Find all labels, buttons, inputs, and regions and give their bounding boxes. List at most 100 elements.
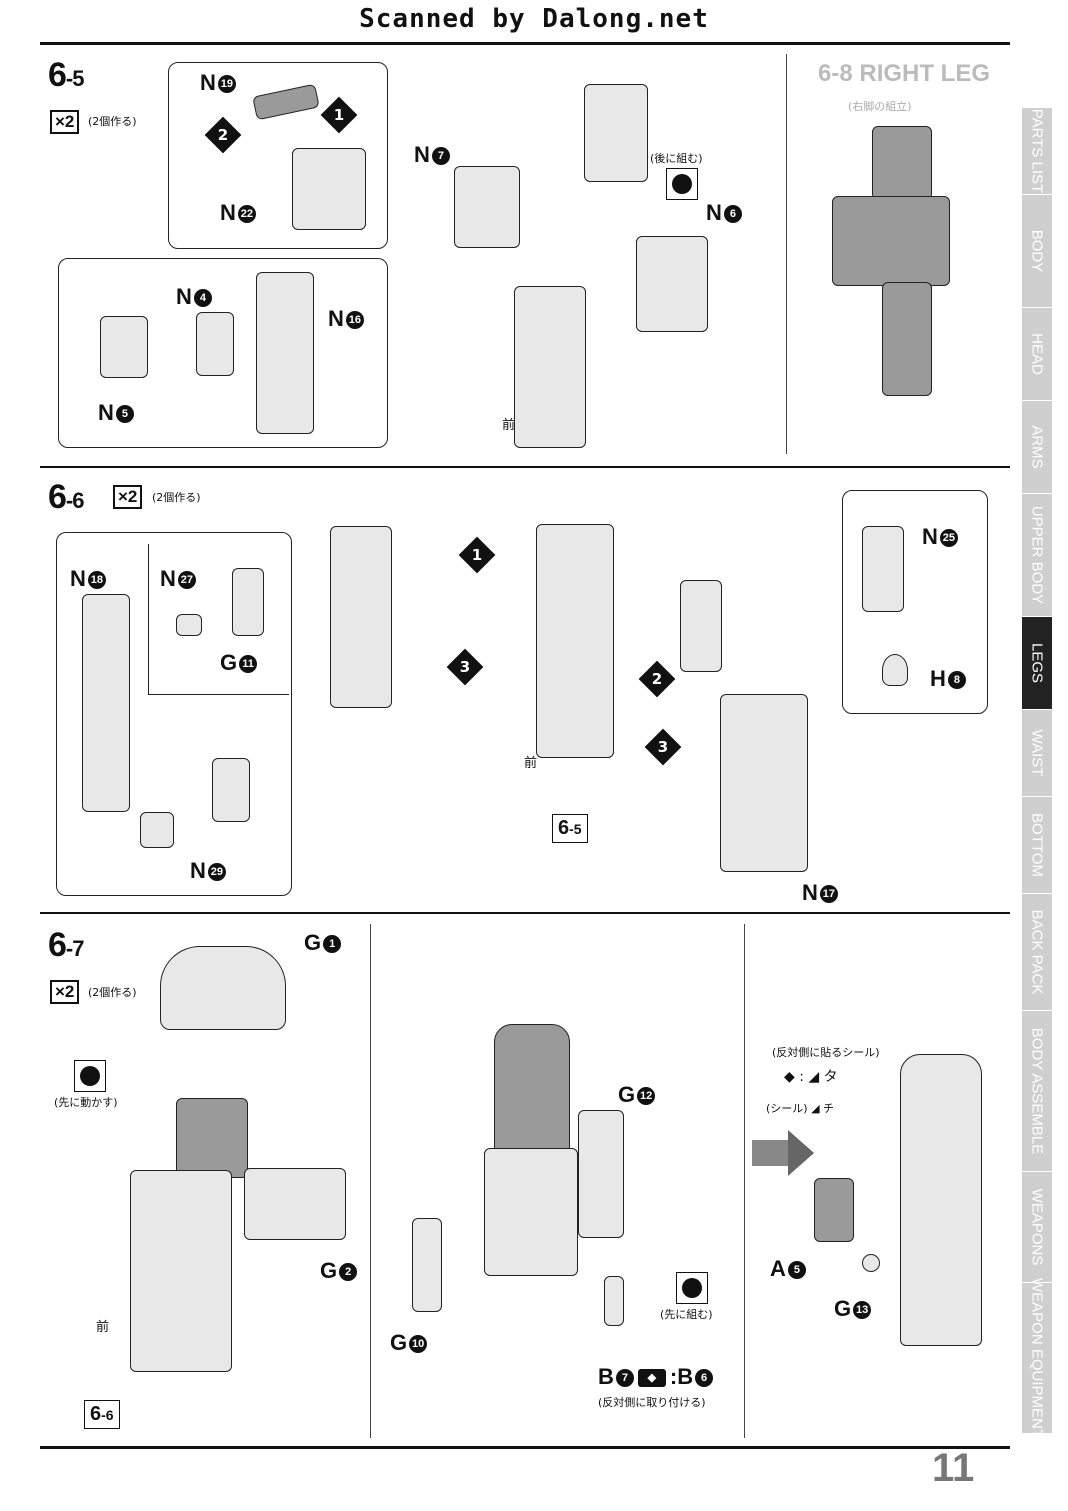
- part-leg-frame: [514, 286, 586, 448]
- make-two-note: (2個作る): [88, 115, 137, 128]
- move-first-icon: [74, 1060, 106, 1092]
- part-lower-armor-shaded: [494, 1024, 570, 1156]
- part-g11-installed: [212, 758, 250, 822]
- ref-6-6: 6-6: [84, 1400, 120, 1429]
- part-g12: [578, 1110, 624, 1238]
- seq-marker-3b: 3: [644, 728, 682, 766]
- right-leg-upper: [872, 126, 932, 200]
- part-completed-leg: [900, 1054, 982, 1346]
- part-n25-assembled: [680, 580, 722, 672]
- sticker-note: (シール) ◢ チ: [766, 1102, 835, 1115]
- part-knee-armor: [176, 1098, 248, 1178]
- part-g10: [412, 1218, 442, 1312]
- seq-marker-2: 2: [204, 116, 242, 154]
- step-6-7-title: 6-7: [48, 926, 84, 964]
- tab-back-pack[interactable]: BACK PACK: [1022, 894, 1052, 1011]
- part-n5: [100, 316, 148, 378]
- part-g11: [232, 568, 264, 636]
- divider-6-7b: [744, 924, 745, 1438]
- combine-first-note: (先に組む): [660, 1308, 713, 1321]
- front-label: 前: [524, 756, 538, 771]
- tab-head[interactable]: HEAD: [1022, 308, 1052, 401]
- next-arrow-shaft: [752, 1140, 788, 1166]
- tab-body-assemble[interactable]: BODY ASSEMBLE: [1022, 1011, 1052, 1172]
- front-label: 前: [502, 418, 516, 433]
- scan-credit: Scanned by Dalong.net: [359, 4, 709, 34]
- tab-body[interactable]: BODY: [1022, 195, 1052, 308]
- make-two-note: (2個作る): [88, 986, 137, 999]
- part-n22: [292, 148, 366, 230]
- detail-subbox-g11: [148, 544, 289, 695]
- section-tabs: PARTS LIST BODY HEAD ARMS UPPER BODY LEG…: [1022, 108, 1052, 1438]
- part-6-6-leg: [130, 1170, 232, 1372]
- part-n29: [140, 812, 174, 848]
- combine-first-icon: [676, 1272, 708, 1304]
- tab-legs[interactable]: LEGS: [1022, 617, 1052, 710]
- tab-waist[interactable]: WAIST: [1022, 710, 1052, 797]
- part-g1: [160, 946, 286, 1030]
- part-n6: [636, 236, 708, 332]
- seq-marker-1: 1: [458, 536, 496, 574]
- seq-marker-1: 1: [320, 96, 358, 134]
- front-label: 前: [96, 1320, 110, 1335]
- combine-later-note: (後に組む): [650, 152, 703, 165]
- right-leg-lower: [882, 282, 932, 396]
- tab-parts-list[interactable]: PARTS LIST: [1022, 108, 1052, 195]
- multiplier-badge: ×2: [113, 485, 143, 509]
- tab-upper-body[interactable]: UPPER BODY: [1022, 494, 1052, 617]
- opposite-attach-note: (反対側に取り付ける): [598, 1396, 706, 1409]
- page-number: 11: [932, 1446, 975, 1490]
- tab-bottom[interactable]: BOTTOM: [1022, 797, 1052, 894]
- part-n25: [862, 526, 904, 612]
- make-two-note: (2個作る): [152, 491, 201, 504]
- tab-arms[interactable]: ARMS: [1022, 401, 1052, 494]
- multiplier-badge: ×2: [50, 980, 80, 1004]
- part-upper-frame: [584, 84, 648, 182]
- tab-weapons[interactable]: WEAPONS: [1022, 1172, 1052, 1283]
- part-n4: [196, 312, 234, 376]
- part-6-5-assembly: [536, 524, 614, 758]
- combine-later-icon: [666, 168, 698, 200]
- part-g13: [862, 1254, 880, 1272]
- seq-marker-2: 2: [638, 660, 676, 698]
- part-n27: [176, 614, 202, 636]
- part-lower-leg-frame: [484, 1148, 578, 1276]
- right-leg-knee: [832, 196, 950, 286]
- section-divider-2: [40, 912, 1010, 914]
- ref-6-5: 6-5: [552, 814, 588, 843]
- part-a5: [814, 1178, 854, 1242]
- section-divider-1: [40, 466, 1010, 468]
- move-first-note: (先に動かす): [54, 1096, 118, 1109]
- part-b7: [604, 1276, 624, 1326]
- step-6-5-title: 6-5: [48, 56, 84, 94]
- next-arrow-head: [788, 1130, 814, 1176]
- tab-weapon-equipment[interactable]: WEAPON EQUIPMENT: [1022, 1278, 1052, 1438]
- multiplier-badge: ×2: [50, 110, 80, 134]
- step-6-8-title: 6-8 RIGHT LEG: [818, 60, 991, 87]
- part-g2: [244, 1168, 346, 1240]
- part-n18-assembled: [330, 526, 392, 708]
- sticker-ta: ◆ : ◢ タ: [784, 1069, 838, 1085]
- step-6-6-title: 6-6: [48, 478, 84, 516]
- part-h8: [882, 654, 908, 686]
- divider-6-5-6-8: [786, 54, 787, 454]
